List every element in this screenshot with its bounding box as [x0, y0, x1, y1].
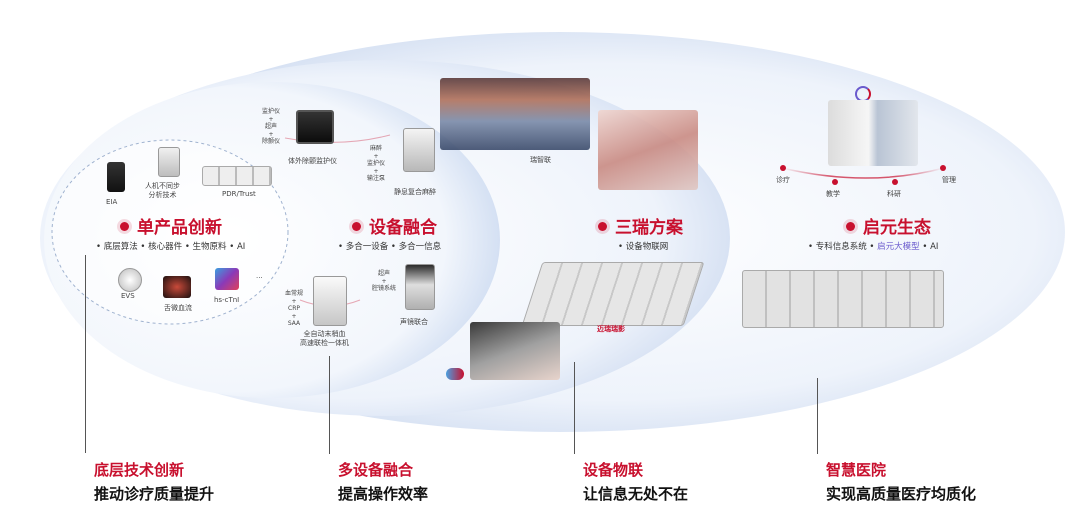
evs-label: EVS: [121, 292, 135, 300]
bottom-title-1: 底层技术创新: [94, 461, 185, 479]
stage1-title: 单产品创新: [120, 213, 222, 238]
stage4-connector-line: [817, 378, 818, 454]
research-label: 科研: [887, 190, 901, 198]
bottom-subtitle-3: 让信息无处不在: [583, 485, 689, 503]
stage2-subtitle: • 多合一设备 • 多合一信息: [338, 242, 442, 252]
async-analysis-label: 人机不同步 分析技术: [145, 182, 180, 199]
analyzer-stack-label: 血常规 + CRP + SAA: [285, 290, 304, 327]
hs-ctni-label: hs-cTnI: [214, 296, 240, 304]
tongue-blood-label: 舌微血流: [164, 304, 192, 312]
stage3-dot: [598, 221, 607, 231]
stage3-title: 三瑞方案: [598, 213, 683, 238]
stage2-connector-line: [329, 356, 330, 454]
ultrasound-label: 声镜联合: [400, 318, 428, 326]
stage4-dot: [846, 221, 855, 231]
anesthesia-label: 静息复合麻醉: [394, 188, 436, 196]
bottom-subtitle-2: 提高操作效率: [338, 485, 429, 503]
defib-label: 体外除颤监护仪: [288, 157, 337, 165]
stage4-subtitle-suffix: • AI: [922, 242, 939, 252]
stage1-dot: [120, 221, 129, 231]
analyzer-label: 全自动末梢血 高速联检一体机: [300, 330, 349, 347]
stage3-title-text: 三瑞方案: [615, 218, 683, 238]
pdr-label: PDR/Trust: [222, 190, 256, 198]
diagnosis-label: 诊疗: [776, 176, 790, 184]
eia-label: EIA: [106, 198, 118, 206]
teaching-label: 教学: [826, 190, 840, 198]
stage4-subtitle: • 专科信息系统 • 启元大模型 • AI: [808, 240, 938, 252]
defib-stack-label: 监护仪 + 超声 + 除颤仪: [262, 108, 281, 145]
ecosystem-arc: [781, 167, 945, 179]
stage1-connector-line: [85, 255, 86, 453]
stage4-subtitle-prefix: • 专科信息系统 •: [808, 242, 875, 252]
bottom-title-4: 智慧医院: [826, 461, 887, 479]
management-label: 管理: [942, 176, 956, 184]
stage2-title-text: 设备融合: [369, 218, 437, 238]
bottom-title-2: 多设备融合: [338, 461, 414, 479]
anesthesia-stack-label: 麻醉 + 监护仪 + 输注泵: [367, 145, 386, 182]
stage2-title: 设备融合: [352, 213, 437, 238]
stage1-title-text: 单产品创新: [137, 218, 222, 238]
more-ellipsis: ...: [256, 272, 263, 280]
bottom-title-3: 设备物联: [583, 461, 644, 479]
stage4-title: 启元生态: [846, 213, 931, 238]
stage2-dot: [352, 221, 361, 231]
bottom-subtitle-4: 实现高质量医疗均质化: [826, 485, 977, 503]
ruizhilian-label: 瑞智联: [530, 156, 551, 164]
stage3-connector-line: [574, 362, 575, 454]
bottom-subtitle-1: 推动诊疗质量提升: [94, 485, 215, 503]
stage4-title-text: 启元生态: [863, 218, 931, 238]
qiyuan-model-label: 启元大模型: [877, 242, 920, 252]
stage1-subtitle: • 底层算法 • 核心器件 • 生物原料 • AI: [96, 242, 246, 252]
ruiying-label: 迈瑞瑞影: [597, 325, 625, 333]
ultrasound-stack-label: 超声 + 腔镜系统: [372, 270, 397, 292]
stage3-subtitle: • 设备物联网: [618, 242, 669, 252]
cloud-icon: [446, 368, 464, 380]
